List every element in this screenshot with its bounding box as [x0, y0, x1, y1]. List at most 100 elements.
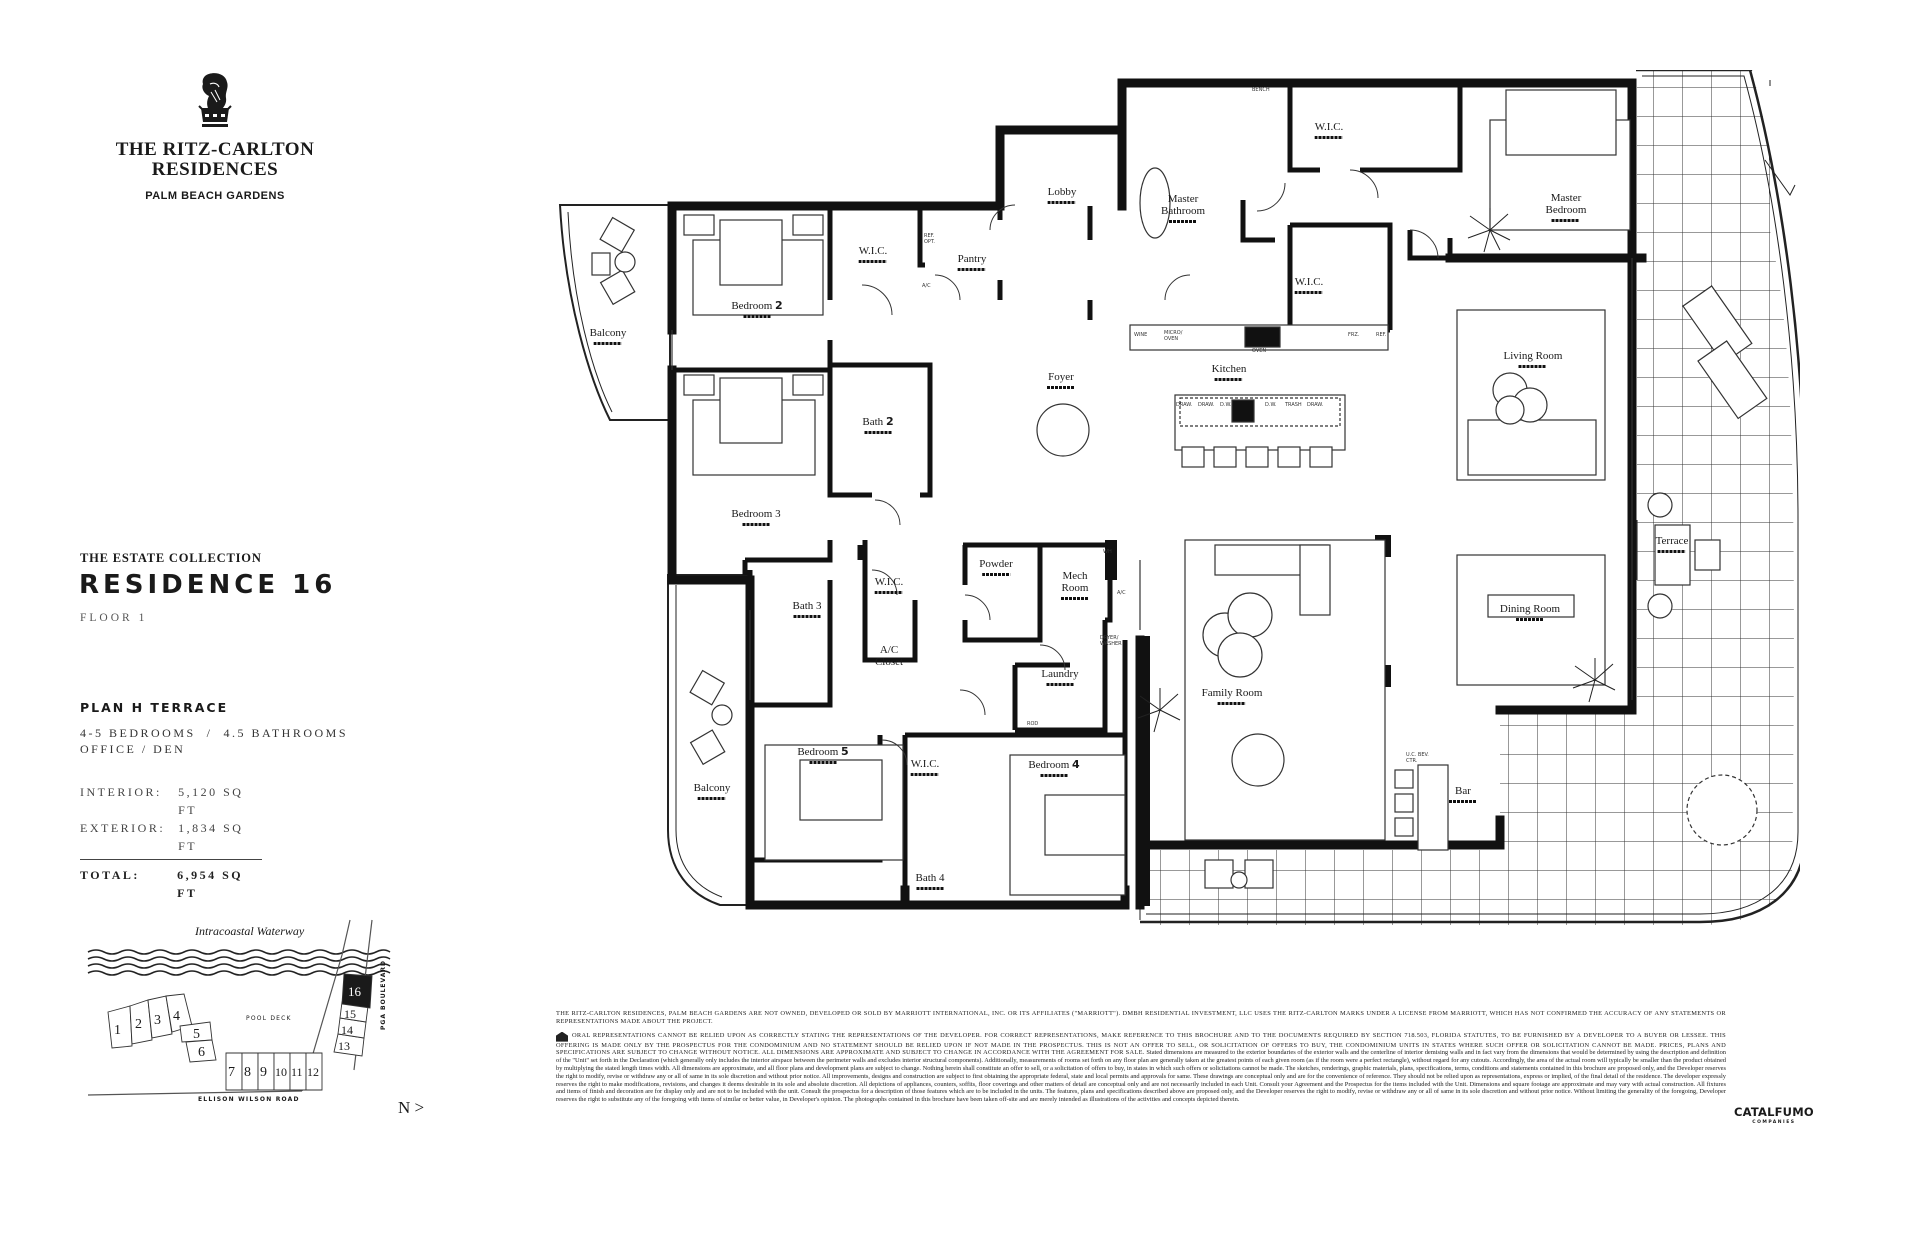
room-wic-master-top: W.I.C.: [1314, 121, 1344, 139]
developer-sub: COMPANIES: [1752, 1120, 1796, 1125]
svg-text:16: 16: [348, 984, 362, 999]
room-name: Bath 3: [792, 600, 822, 612]
bedrooms-bathrooms: 4-5 BEDROOMS / 4.5 BATHROOMS: [80, 726, 349, 740]
room-pantry: Pantry: [957, 253, 987, 271]
disclaimer-caps: Oral representations cannot be relied up…: [556, 1031, 1726, 1057]
brand-name-line2: RESIDENCES: [151, 159, 279, 180]
dimension-mark: [1295, 291, 1323, 294]
fixture-freezer: FRZ.: [1348, 332, 1360, 338]
furniture: [591, 89, 1768, 896]
balcony-north-outline: [558, 204, 671, 421]
disclaimer-paragraph-1: The Ritz-Carlton Residences, Palm Beach …: [556, 1010, 1726, 1025]
room-name: Kitchen: [1211, 363, 1247, 375]
room-dining-room: Dining Room: [1500, 603, 1560, 621]
room-name: Room: [1061, 582, 1089, 594]
waterway-label: Intracoastal Waterway: [195, 924, 305, 938]
room-number: 4: [1072, 758, 1080, 771]
room-laundry: Laundry: [1041, 668, 1079, 686]
room-name: Master: [1550, 192, 1582, 204]
brand-name-line1: THE RITZ-CARLTON: [115, 139, 315, 160]
svg-text:13: 13: [338, 1039, 350, 1053]
island-draw-1: DRAW.: [1176, 402, 1193, 408]
fixture-water-heater: WH: [1103, 549, 1112, 555]
room-living-room: Living Room: [1503, 350, 1563, 368]
dimension-mark: [875, 591, 903, 594]
dimension-mark: [742, 315, 771, 318]
svg-text:8: 8: [244, 1065, 251, 1080]
dimension-mark: [741, 523, 770, 526]
windows: [671, 258, 1638, 700]
room-name: Bedroom: [1545, 204, 1587, 216]
bedroom-summary: 4-5 BEDROOMS / 4.5 BATHROOMS OFFICE / DE…: [80, 725, 348, 757]
dimension-mark: [793, 615, 821, 618]
room-name: Foyer: [1048, 371, 1074, 383]
plant-icon: [1137, 208, 1616, 733]
collection-label: THE ESTATE COLLECTION: [80, 551, 262, 565]
dimension-mark: [1218, 702, 1246, 705]
equal-housing-icon: [556, 1031, 568, 1042]
floor-label: FLOOR 1: [80, 612, 148, 624]
dimension-mark: [859, 260, 887, 263]
developer-logo: CATALFUMO COMPANIES: [1734, 1105, 1814, 1125]
room-terrace: Terrace: [1655, 535, 1689, 553]
room-foyer: Foyer: [1047, 371, 1075, 389]
room-name: Bathroom: [1161, 205, 1205, 217]
island-dw-1: D.W.: [1220, 402, 1232, 408]
room-name: Dining Room: [1499, 603, 1561, 615]
room-bedroom-4: Bedroom 4: [1028, 758, 1080, 777]
svg-text:1: 1: [114, 1023, 121, 1038]
svg-text:5: 5: [193, 1027, 200, 1042]
room-wic-bedroom-5: W.I.C.: [911, 758, 939, 776]
dimension-mark: [1214, 378, 1243, 381]
interior-row: INTERIOR: 5,120 SQ FT: [80, 783, 262, 819]
room-name: Family Room: [1201, 687, 1263, 699]
room-name: Pantry: [957, 253, 987, 265]
area-table: INTERIOR: 5,120 SQ FT EXTERIOR: 1,834 SQ…: [80, 783, 262, 902]
room-balcony-south: Balcony: [694, 782, 730, 800]
room-bedroom-3: Bedroom 3: [731, 508, 781, 526]
dimension-mark: [1047, 386, 1075, 389]
island-trash: TRASH: [1285, 402, 1302, 408]
dimension-mark: [957, 268, 986, 271]
svg-text:14: 14: [341, 1023, 353, 1037]
dimension-mark: [1315, 136, 1343, 139]
room-name: Terrace: [1655, 535, 1689, 547]
waterway-waves-icon: [87, 949, 391, 976]
room-name: W.I.C.: [874, 576, 904, 588]
dimension-mark: [1449, 800, 1477, 803]
fixture-rod: ROD: [1027, 721, 1039, 727]
east-road-label: PGA BOULEVARD: [380, 959, 387, 1030]
dimension-mark: [1658, 550, 1686, 553]
dimension-mark: [1551, 219, 1580, 222]
room-name: Balcony: [589, 327, 627, 339]
dimension-mark: [1045, 683, 1074, 686]
exterior-walls: [667, 78, 1647, 910]
room-kitchen: Kitchen: [1211, 363, 1247, 381]
room-name: Bath: [862, 416, 884, 428]
fixture-refrigerator: REF.: [1376, 332, 1387, 338]
room-name: Bar: [1455, 785, 1471, 797]
fixture-bench: BENCH: [1252, 87, 1270, 93]
svg-text:10: 10: [275, 1065, 287, 1079]
room-name: Living Room: [1503, 350, 1563, 362]
pool-deck-label: POOL DECK: [246, 1015, 292, 1022]
island-dw-2: D.W.: [1265, 402, 1277, 408]
fixture-dryer-washer: DRYER/ WASHER: [1100, 635, 1122, 647]
room-name: Bedroom: [1028, 759, 1070, 771]
island-draw-3: DRAW.: [1307, 402, 1324, 408]
room-name: W.I.C.: [1314, 121, 1344, 133]
svg-text:6: 6: [198, 1045, 205, 1060]
room-name: Bedroom: [797, 746, 839, 758]
dimension-mark: [697, 797, 726, 800]
office-den: OFFICE / DEN: [80, 742, 186, 756]
floor-plan-drawing: [558, 68, 1812, 1025]
svg-text:12: 12: [307, 1065, 319, 1079]
room-bar: Bar: [1449, 785, 1477, 803]
dimension-mark: [916, 887, 944, 890]
room-bedroom-2: Bedroom 2: [731, 300, 783, 318]
dimension-mark: [911, 773, 939, 776]
dimension-mark: [1169, 220, 1197, 223]
